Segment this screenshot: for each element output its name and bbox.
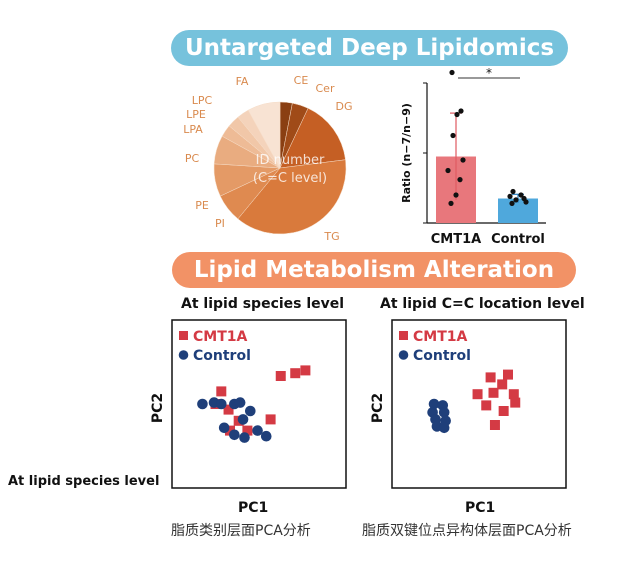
pca-left-legend-label-cmt1a: CMT1A	[193, 329, 247, 345]
pie-label-lpa: LPA	[183, 123, 203, 136]
pca-right-plot-frame	[391, 319, 567, 489]
bar-datapoint	[523, 199, 529, 205]
pie-label-ce: CE	[294, 74, 309, 87]
pie-label-pc: PC	[185, 152, 200, 165]
pie-label-tg: TG	[323, 230, 339, 243]
bar-datapoint	[450, 132, 456, 139]
bar-datapoint	[448, 200, 454, 206]
pca-left-legend-label-control: Control	[193, 348, 251, 364]
pca-left-plot-frame	[171, 319, 347, 489]
pie-slice-fa	[247, 101, 281, 169]
bar-category-label: CMT1A	[431, 232, 481, 247]
bar-datapoint	[509, 200, 515, 206]
side-label-species-level: At lipid species level	[8, 474, 160, 489]
pca-left-point-control	[234, 397, 246, 408]
bar-datapoint	[518, 192, 524, 198]
pca-left-point-cmt1a	[290, 368, 301, 379]
pca-right-point-control	[438, 407, 450, 418]
pie-label-pi: PI	[215, 217, 225, 230]
pca-right-point-cmt1a	[485, 372, 496, 383]
bar-datapoint	[507, 193, 513, 199]
pca-left-point-control	[245, 405, 256, 417]
pca-right-ylabel: PC2	[370, 392, 387, 424]
significance-star: *	[486, 66, 492, 80]
pie-label-lpc: LPC	[192, 94, 213, 107]
pca-right-point-cmt1a	[489, 420, 500, 430]
bar-datapoint	[457, 177, 463, 183]
pca-left-point-cmt1a	[223, 404, 234, 415]
bar-datapoint	[510, 188, 516, 195]
pie-center-label-line: (C=C level)	[253, 171, 327, 186]
pca-right-point-cmt1a	[488, 387, 499, 398]
pca-right-point-cmt1a	[498, 406, 509, 416]
pca-left-point-cmt1a	[300, 365, 311, 376]
bar-datapoint	[454, 111, 460, 118]
pie-slice-tg	[237, 159, 347, 235]
pca-left-point-control	[197, 398, 208, 410]
pca-left-xlabel: PC1	[238, 500, 269, 516]
bar-datapoint	[445, 167, 451, 174]
bar-datapoint	[513, 197, 519, 203]
pca-left-point-cmt1a	[225, 425, 235, 436]
banner-untargeted-deep-lipidomics: Untargeted Deep Lipidomics	[171, 30, 568, 66]
pie-label-dg: DG	[336, 100, 353, 113]
pca-left-legend-marker-cmt1a	[179, 331, 188, 340]
pca-left-ylabel: PC2	[150, 392, 167, 424]
pca-right-point-control	[428, 398, 440, 410]
pca-right-point-cmt1a	[503, 369, 513, 380]
pca-right-point-cmt1a	[508, 389, 519, 400]
pie-label-cer: Cer	[316, 82, 335, 95]
pca-left-point-control	[237, 414, 249, 425]
bar-datapoint	[453, 192, 459, 198]
pie-center-label-line: ID number	[256, 153, 325, 168]
pca-right-legend-label-cmt1a: CMT1A	[413, 329, 467, 345]
pca-right-xlabel: PC1	[465, 500, 496, 516]
pca-right-point-cmt1a	[481, 400, 492, 411]
pie-label-lpe: LPE	[186, 108, 206, 121]
pca-left-point-control	[252, 425, 263, 436]
pca-left-point-control	[239, 432, 250, 443]
pca-right-legend-marker-cmt1a	[399, 331, 408, 340]
pie-label-fa: FA	[236, 75, 249, 88]
pca-left-point-cmt1a	[242, 425, 253, 436]
pca-left-point-control	[218, 422, 230, 434]
pca-left-point-cmt1a	[275, 371, 286, 381]
pca-right-title: At lipid C=C location level	[380, 296, 585, 312]
pca-right-legend-label-control: Control	[413, 348, 471, 364]
pca-left-point-control	[216, 398, 227, 410]
banner-lipid-metabolism-alteration: Lipid Metabolism Alteration	[172, 252, 576, 288]
bar-category-label: Control	[491, 232, 545, 247]
pca-right-point-cmt1a	[510, 397, 521, 408]
pca-left-point-cmt1a	[216, 386, 227, 397]
pie-label-pe: PE	[195, 199, 209, 212]
pca-right-legend-marker-control	[398, 350, 409, 360]
bar-datapoint	[449, 69, 455, 76]
pie-slice-dg	[279, 107, 346, 169]
pca-left-point-control	[229, 429, 240, 441]
pca-right-point-control	[438, 422, 450, 434]
pca-left-caption: 脂质类别层面PCA分析	[171, 523, 311, 539]
pca-right-point-cmt1a	[472, 389, 483, 400]
pca-left-legend-marker-control	[178, 350, 189, 360]
pca-left-title: At lipid species level	[181, 296, 345, 312]
bar-y-axis-label: Ratio (n−7/n−9)	[400, 103, 413, 203]
pca-left-point-control	[260, 430, 272, 442]
pca-right-point-cmt1a	[497, 379, 508, 390]
bar-datapoint	[460, 157, 466, 163]
pca-left-point-cmt1a	[265, 414, 276, 425]
pca-right-caption: 脂质双键位点异构体层面PCA分析	[362, 523, 572, 539]
bar-datapoint	[458, 108, 464, 114]
